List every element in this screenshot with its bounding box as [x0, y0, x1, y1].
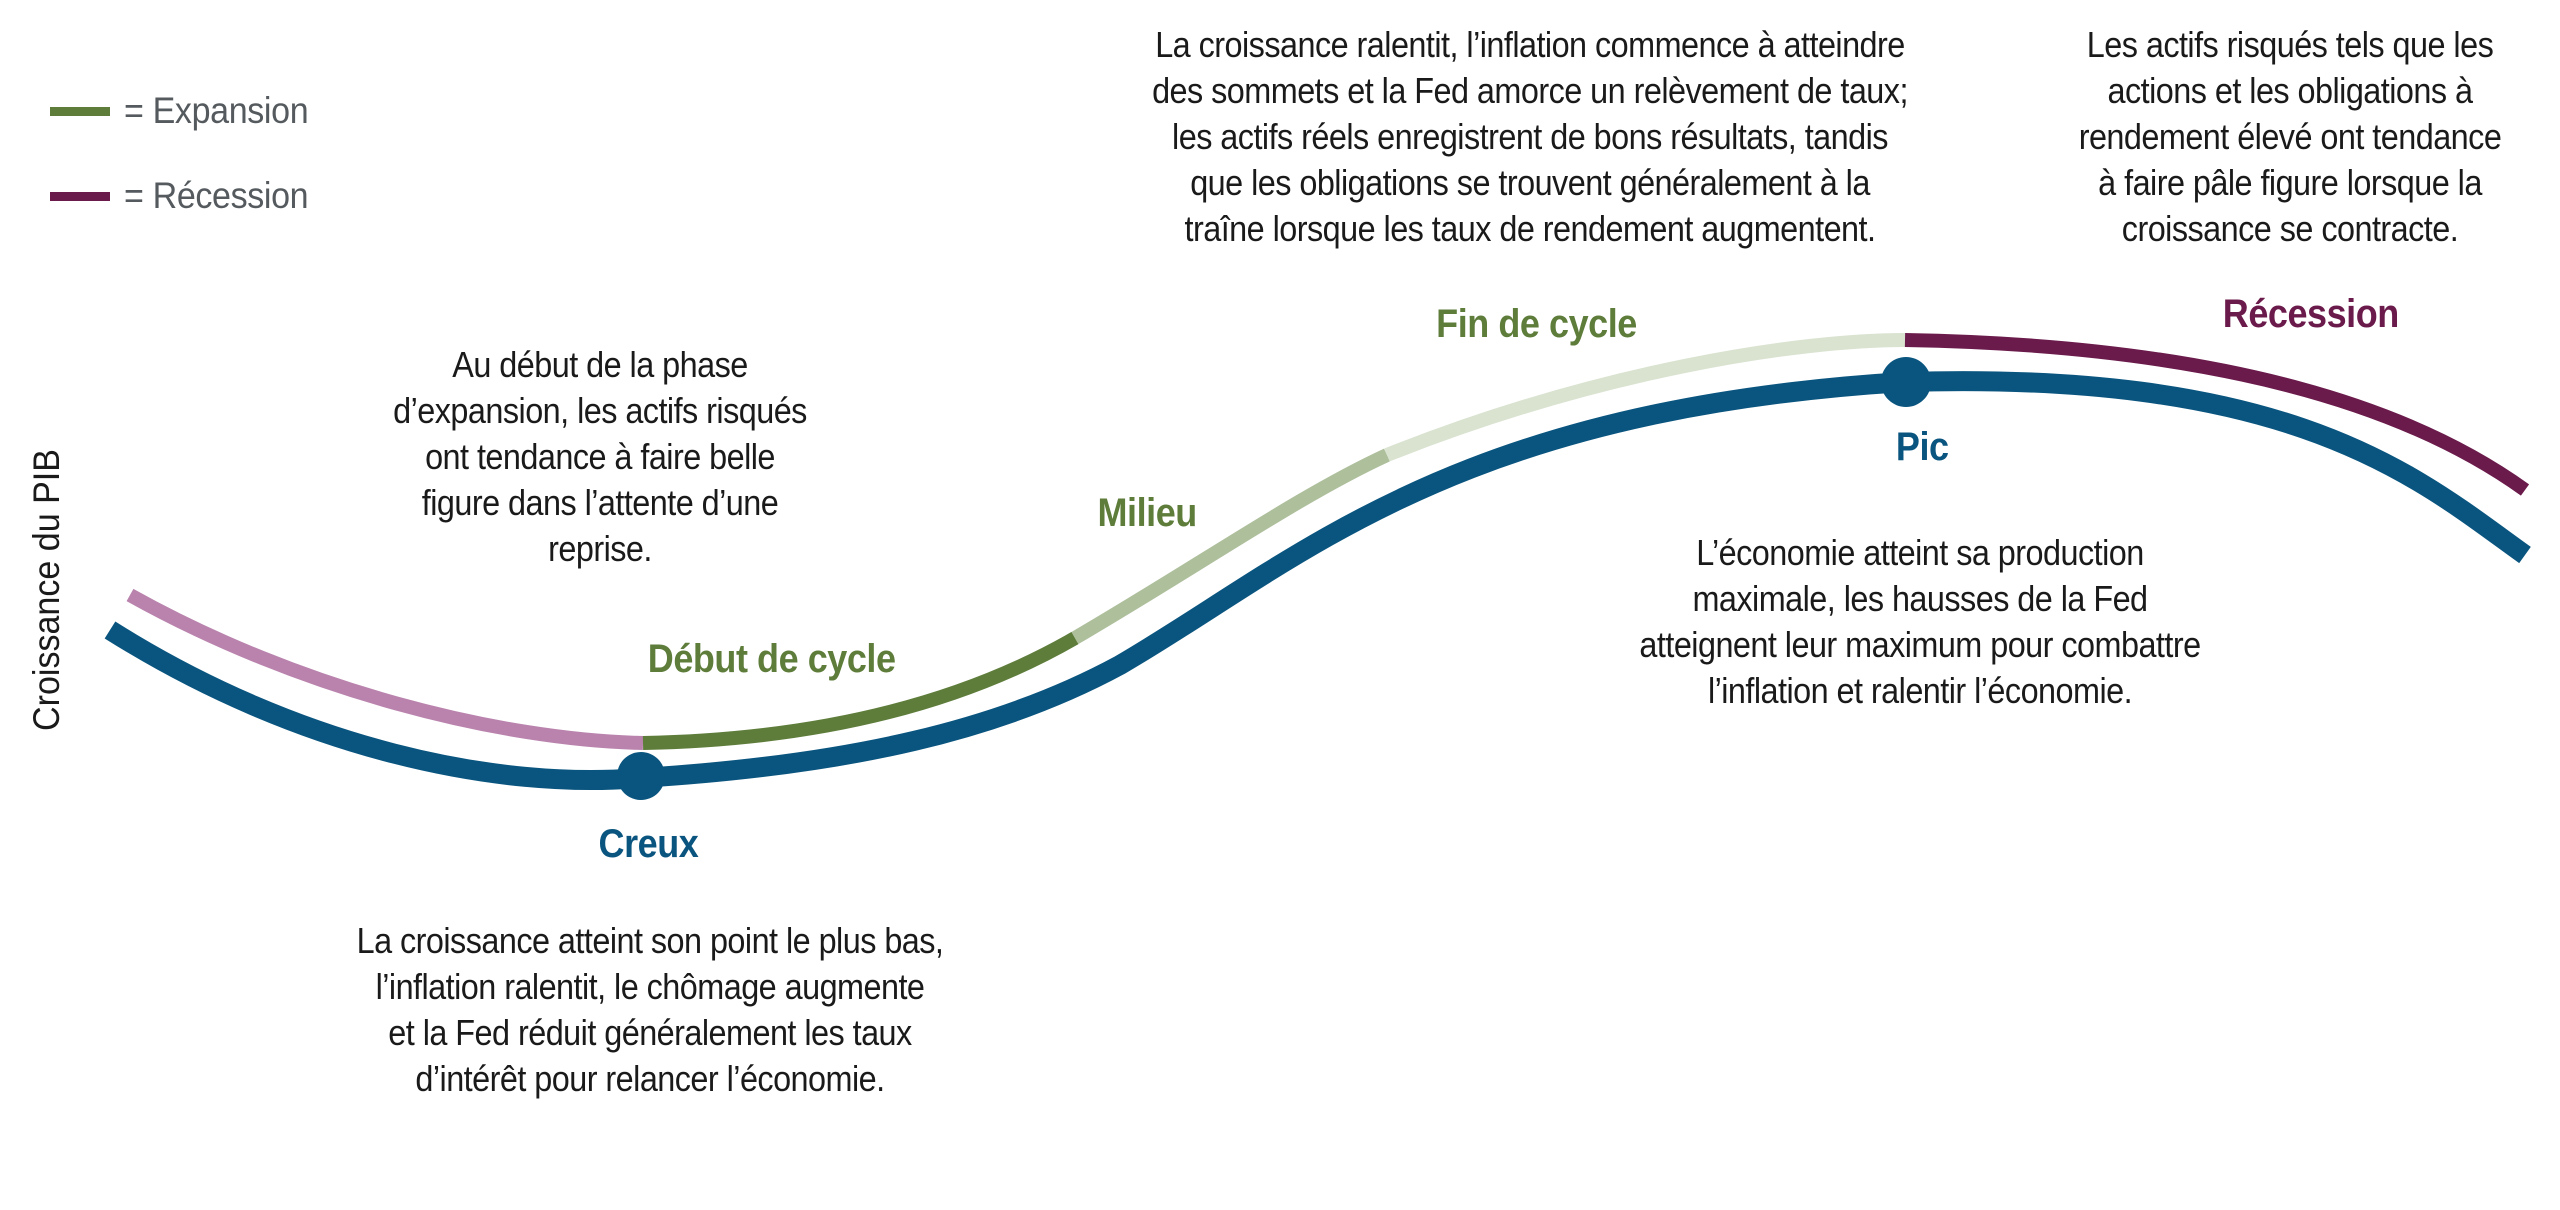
description-creux: La croissance atteint son point le plus … [356, 920, 944, 1099]
description-pic: L’économie atteint sa production maximal… [1639, 532, 2201, 711]
legend-recession: = Récession [50, 175, 324, 217]
creux-marker [617, 752, 665, 800]
gdp-curve [104, 371, 2531, 791]
stage-label-milieu: Milieu [1097, 491, 1198, 535]
description-debut: Au début de la phase d’expansion, les ac… [393, 344, 807, 569]
stage-label-pic: Pic [1895, 425, 1949, 469]
legend-expansion-swatch [50, 106, 110, 116]
legend-expansion: = Expansion [50, 90, 324, 132]
stage-label-fin: Fin de cycle [1436, 302, 1637, 346]
description-fin: La croissance ralentit, l’inflation comm… [1152, 24, 1908, 249]
pic-marker [1881, 357, 1931, 407]
late-cycle-segment [1384, 333, 1906, 462]
legend-expansion-label: = Expansion [124, 90, 309, 131]
y-axis-title: Croissance du PIB [26, 449, 67, 731]
mid-cycle-segment [1071, 448, 1390, 645]
recession-segment-right [1904, 333, 2530, 496]
stage-label-recession: Récession [2222, 292, 2399, 336]
stage-label-debut: Début de cycle [647, 637, 896, 681]
recession-segment-left [126, 588, 644, 750]
description-recession: Les actifs risqués tels que les actions … [2078, 24, 2502, 249]
legend-recession-label: = Récession [124, 175, 309, 216]
early-cycle-segment [642, 631, 1079, 750]
legend-recession-swatch [50, 191, 110, 201]
stage-label-creux: Creux [598, 822, 699, 866]
